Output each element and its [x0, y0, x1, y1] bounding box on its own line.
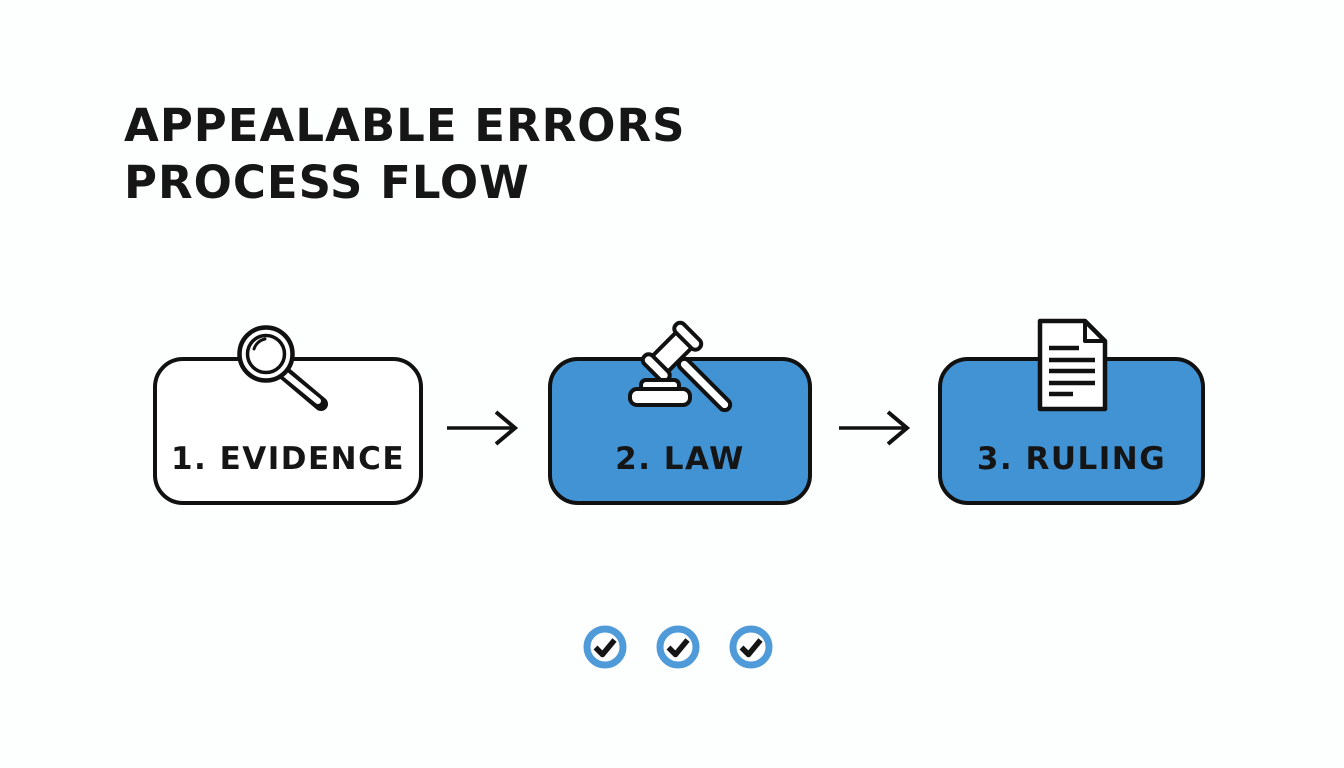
step-label-ruling: 3. RULING: [976, 441, 1167, 477]
checkmarks-row: [583, 625, 773, 669]
check-circle-icon: [656, 625, 700, 669]
step-label-evidence: 1. EVIDENCE: [170, 441, 406, 477]
page-title: APPEALABLE ERRORS PROCESS FLOW: [124, 97, 686, 211]
step-label-law: 2. LAW: [615, 441, 745, 477]
title-line-2: PROCESS FLOW: [124, 156, 530, 209]
check-circle-icon: [729, 625, 773, 669]
document-icon: [1036, 318, 1108, 412]
gavel-icon: [615, 320, 740, 417]
magnifier-icon: [222, 314, 334, 416]
step-box-ruling: 3. RULING: [938, 357, 1205, 505]
check-circle-icon: [583, 625, 627, 669]
title-line-1: APPEALABLE ERRORS: [124, 99, 686, 152]
arrow-right-icon: [444, 408, 526, 448]
arrow-right-icon: [836, 408, 918, 448]
